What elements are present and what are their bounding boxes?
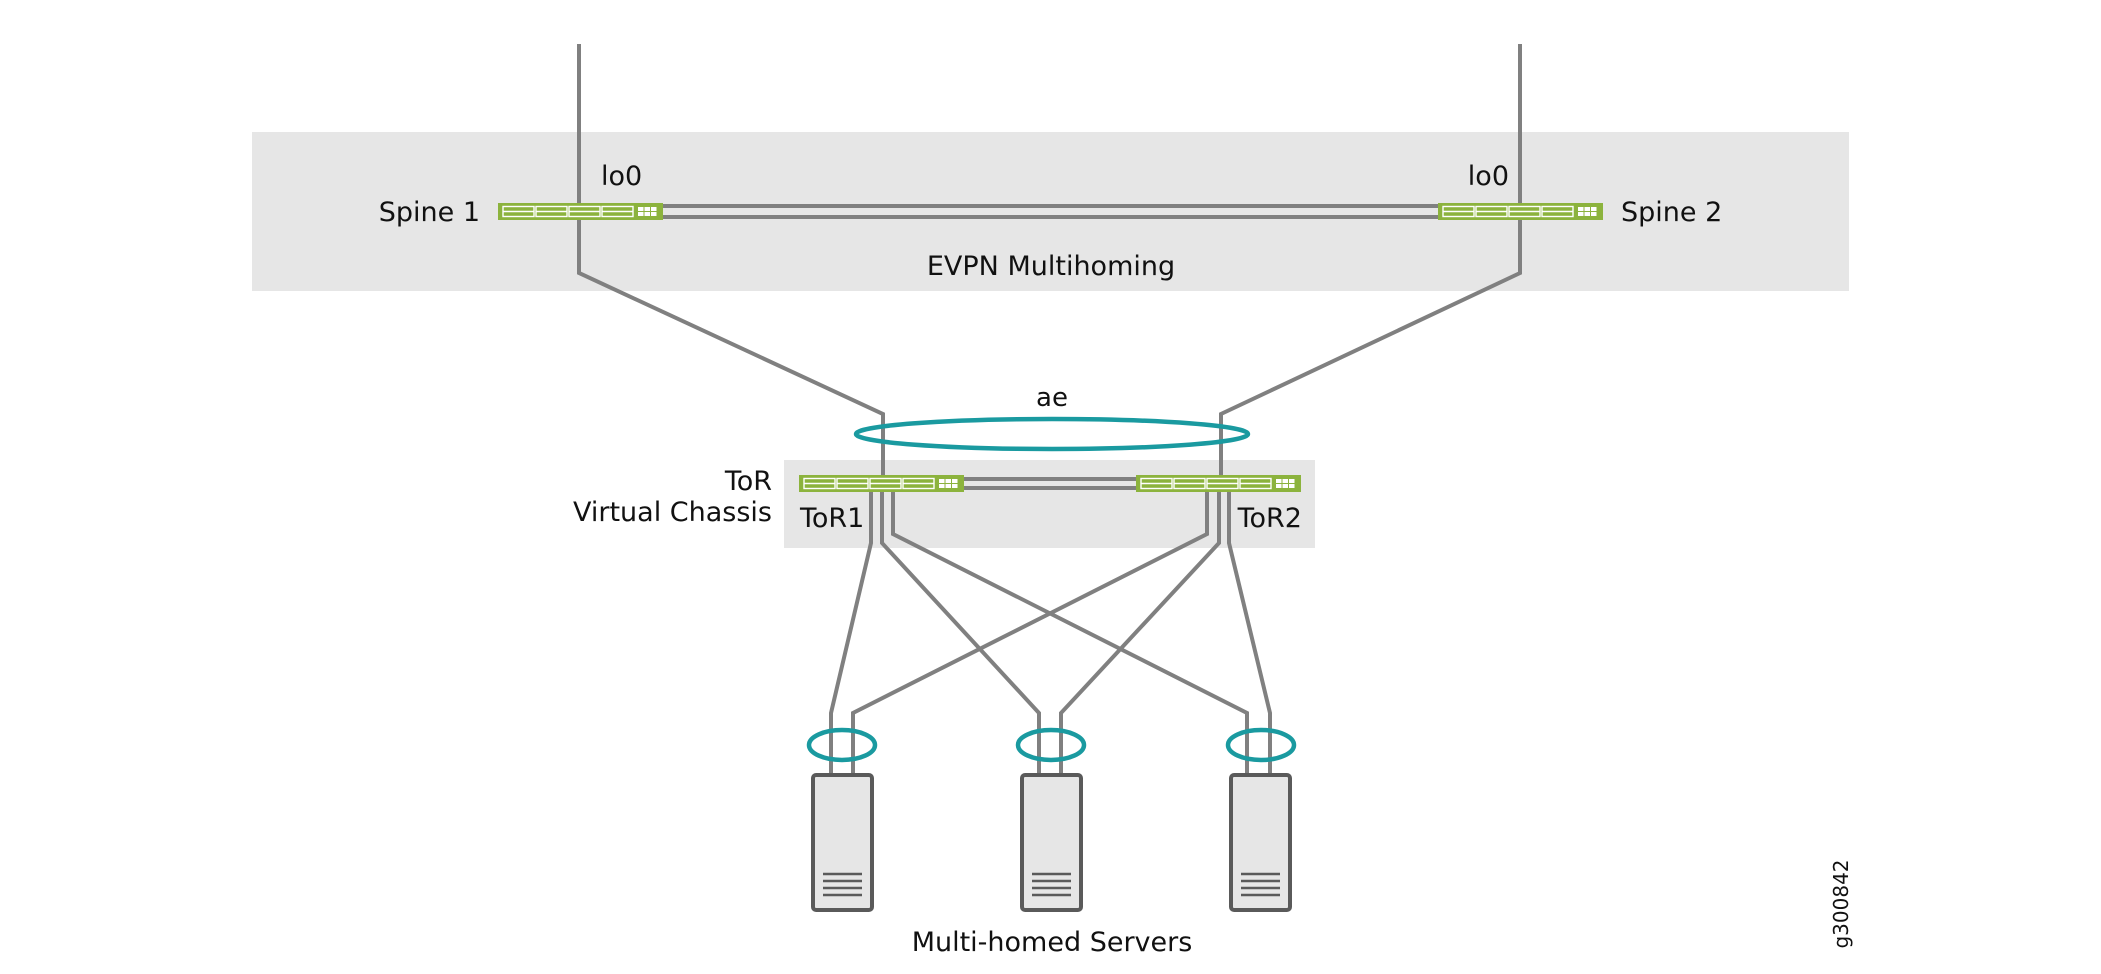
server2-lag-ring: [1015, 727, 1087, 763]
port-square: [1282, 479, 1288, 483]
server2-icon[interactable]: [1020, 773, 1083, 912]
tor-zone-label-line1: ToR: [724, 466, 772, 497]
spine2-loopback-label: lo0: [1468, 161, 1509, 192]
spine2-switch-icon[interactable]: [1438, 203, 1603, 220]
server3-icon[interactable]: [1229, 773, 1292, 912]
tor2-link-server2: [1059, 490, 1221, 774]
spine1-loopback-label: lo0: [601, 161, 642, 192]
ae-label: ae: [1036, 383, 1068, 413]
port-square: [945, 479, 951, 483]
server1-icon[interactable]: [811, 773, 874, 912]
port-square: [1591, 212, 1597, 216]
port-square: [651, 212, 657, 216]
port-square: [638, 212, 644, 216]
tor2-link-server3: [1227, 490, 1272, 774]
tor1-switch-icon[interactable]: [799, 475, 964, 492]
port-square: [644, 212, 650, 216]
spine1-label: Spine 1: [379, 197, 480, 228]
port-square: [1276, 479, 1282, 483]
figure-id-label: g300842: [1829, 859, 1853, 948]
port-square: [939, 484, 945, 488]
server1-lag-ring: [806, 727, 878, 763]
tor2-switch-icon[interactable]: [1136, 475, 1301, 492]
server-body: [1020, 773, 1083, 912]
port-square: [1289, 479, 1295, 483]
port-square: [644, 207, 650, 211]
port-square: [1289, 484, 1295, 488]
tor1-label: ToR1: [799, 503, 864, 534]
spine-zone-label: EVPN Multihoming: [927, 251, 1175, 282]
port-square: [1282, 484, 1288, 488]
spine2-link-to-tor2: [1219, 44, 1522, 478]
spine1-switch-icon[interactable]: [498, 203, 663, 220]
port-square: [1578, 212, 1584, 216]
port-square: [939, 479, 945, 483]
servers-label: Multi-homed Servers: [912, 927, 1193, 958]
port-square: [1584, 207, 1590, 211]
tor1-link-server2: [880, 490, 1041, 774]
server-body: [811, 773, 874, 912]
port-square: [1578, 207, 1584, 211]
spine2-label: Spine 2: [1621, 197, 1722, 228]
port-square: [1584, 212, 1590, 216]
spine1-link-to-tor1: [577, 44, 885, 478]
ae-aggregate-ring: [853, 416, 1251, 452]
tor2-label: ToR2: [1237, 503, 1302, 534]
tor1-link-server1: [829, 490, 873, 774]
tor1-link-server3: [891, 490, 1249, 774]
port-square: [651, 207, 657, 211]
port-square: [638, 207, 644, 211]
port-square: [945, 484, 951, 488]
port-square: [1591, 207, 1597, 211]
server-body: [1229, 773, 1292, 912]
port-square: [1276, 484, 1282, 488]
tor-zone-label-line2: Virtual Chassis: [573, 497, 772, 528]
tor2-link-server1: [851, 490, 1209, 774]
port-square: [952, 484, 958, 488]
server3-lag-ring: [1225, 727, 1297, 763]
port-square: [952, 479, 958, 483]
